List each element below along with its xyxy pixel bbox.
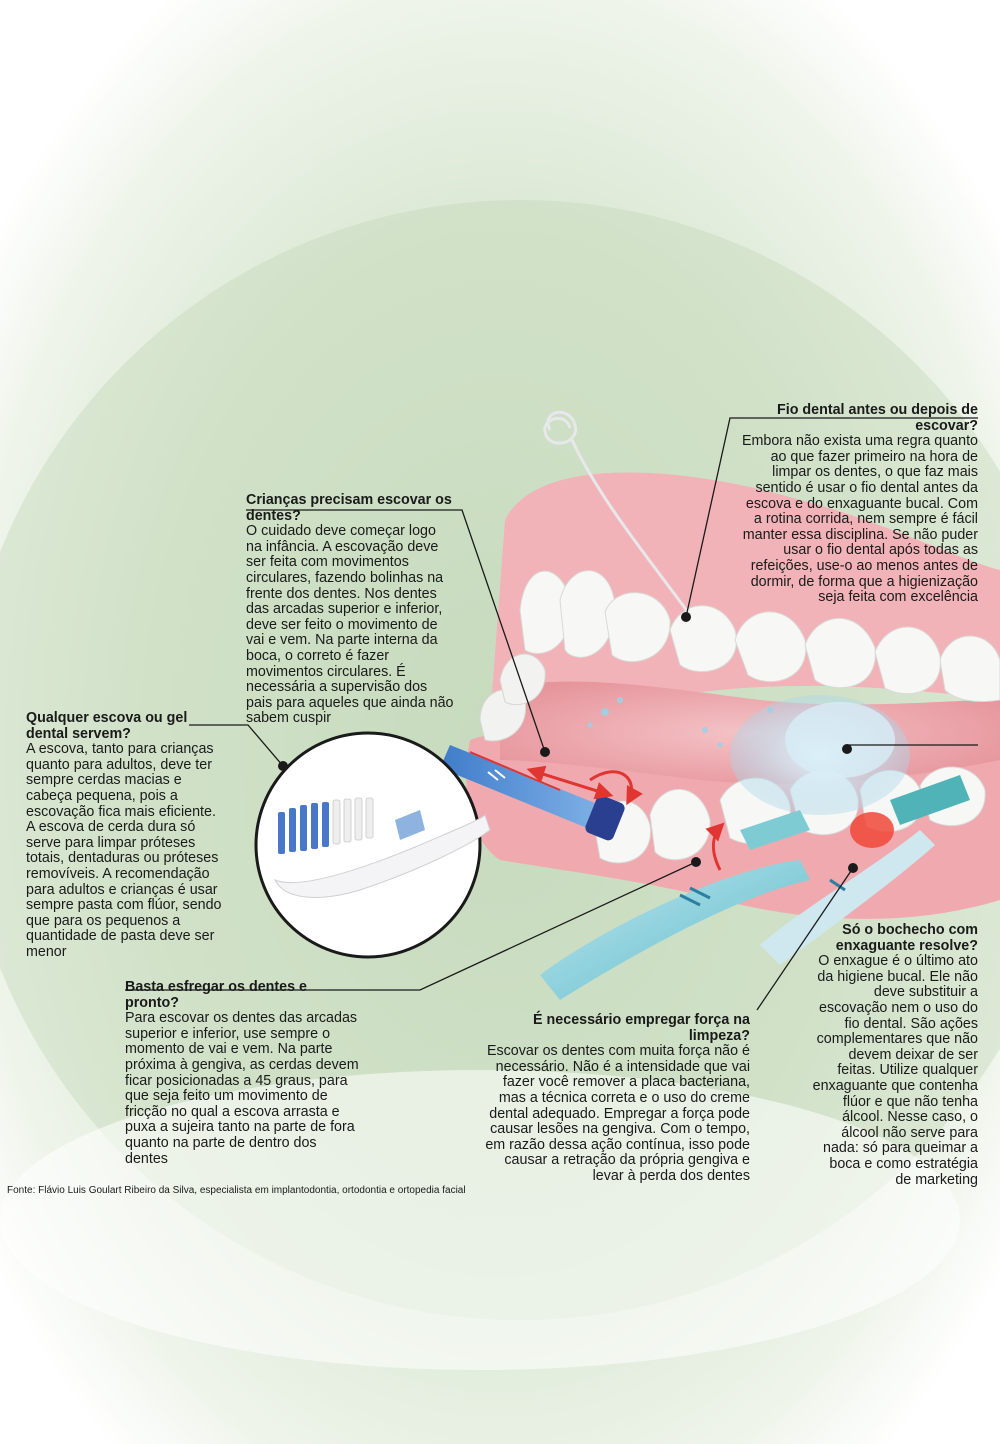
teal-toothbrush-lower [540, 810, 810, 1000]
teal-toothbrush-right [760, 775, 970, 965]
left-teeth [479, 653, 546, 742]
upper-teeth [519, 570, 1000, 703]
callout-children-body: O cuidado deve começar logo na infância.… [246, 523, 454, 727]
bristles-white [332, 797, 374, 845]
water-droplets [587, 697, 773, 748]
green-haze [0, 1070, 960, 1370]
callout-floss-title: Fio dental antes ou depois de escovar? [777, 402, 978, 434]
callout-force-body: Escovar os dentes com muita força não é … [485, 1043, 750, 1184]
callout-brush-type-title: Qualquer escova ou gel dental servem? [26, 710, 188, 742]
source-credit: Fonte: Flávio Luis Goulart Ribeiro da Si… [7, 1185, 466, 1196]
callout-force: É necessário empregar força na limpeza? … [480, 1012, 750, 1185]
callout-technique-body: Para escovar os dentes das arcadas super… [125, 1010, 359, 1167]
callout-rinse-title: Só o bochecho com enxaguante resolve? [835, 922, 978, 954]
blue-toothbrush [440, 745, 625, 841]
callout-children-title: Crianças precisam escovar os dentes? [246, 492, 452, 524]
toothbrush-inset [254, 731, 491, 959]
rinse-splash [785, 702, 895, 778]
gum-irritation-highlight [850, 812, 894, 848]
callout-children: Crianças precisam escovar os dentes? O c… [246, 492, 454, 727]
callout-rinse: Só o bochecho com enxaguante resolve? O … [812, 922, 978, 1188]
callout-floss: Fio dental antes ou depois de escovar? E… [740, 402, 978, 606]
callout-technique-title: Basta esfregar os dentes e pronto? [125, 979, 307, 1011]
callout-floss-body: Embora não exista uma regra quanto ao qu… [741, 433, 978, 606]
callout-technique: Basta esfregar os dentes e pronto? Para … [125, 979, 363, 1167]
callout-brush-type-body: A escova, tanto para crianças quanto par… [26, 741, 222, 960]
dental-floss [543, 410, 692, 616]
motion-arrows [526, 765, 725, 871]
callout-rinse-body: O enxague é o último ato da higiene buca… [812, 953, 978, 1188]
leader-dots [278, 612, 858, 873]
bristles-blue [278, 802, 329, 854]
callout-brush-type: Qualquer escova ou gel dental servem? A … [26, 710, 222, 961]
leader-lines [125, 417, 978, 1011]
callout-force-title: É necessário empregar força na limpeza? [533, 1012, 750, 1044]
